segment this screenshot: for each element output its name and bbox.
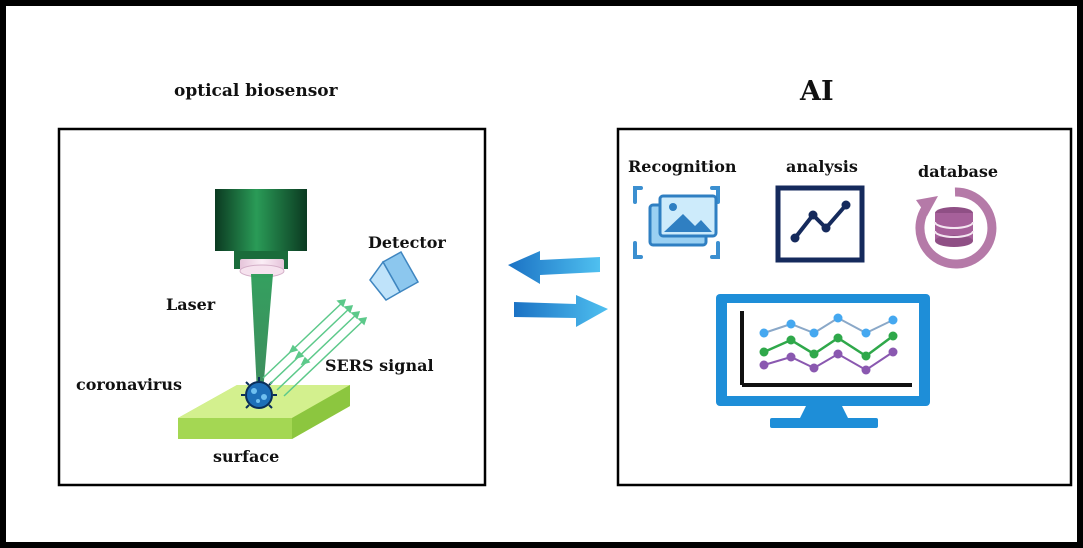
sers-signal-rays bbox=[262, 299, 368, 397]
analysis-label: analysis bbox=[786, 157, 858, 176]
coronavirus-label: coronavirus bbox=[76, 375, 182, 394]
laser-label: Laser bbox=[166, 295, 216, 314]
detector-icon bbox=[369, 250, 420, 301]
sers-signal-label: SERS signal bbox=[325, 356, 434, 375]
surface-label: surface bbox=[213, 447, 280, 466]
image-recognition-icon bbox=[633, 186, 720, 259]
laser-device bbox=[215, 189, 307, 278]
database-sync-icon bbox=[915, 187, 997, 269]
biosensor-title: optical biosensor bbox=[174, 81, 338, 101]
database-label: database bbox=[918, 162, 999, 181]
detector-label: Detector bbox=[368, 233, 446, 252]
monitor-chart-icon bbox=[716, 294, 930, 428]
recognition-label: Recognition bbox=[628, 157, 737, 176]
coronavirus-icon bbox=[241, 377, 277, 409]
laser-beam bbox=[251, 274, 273, 392]
sensor-surface bbox=[178, 385, 350, 439]
line-chart-icon bbox=[775, 185, 865, 263]
double-arrow-icon bbox=[508, 251, 608, 327]
ai-title: AI bbox=[800, 76, 834, 107]
